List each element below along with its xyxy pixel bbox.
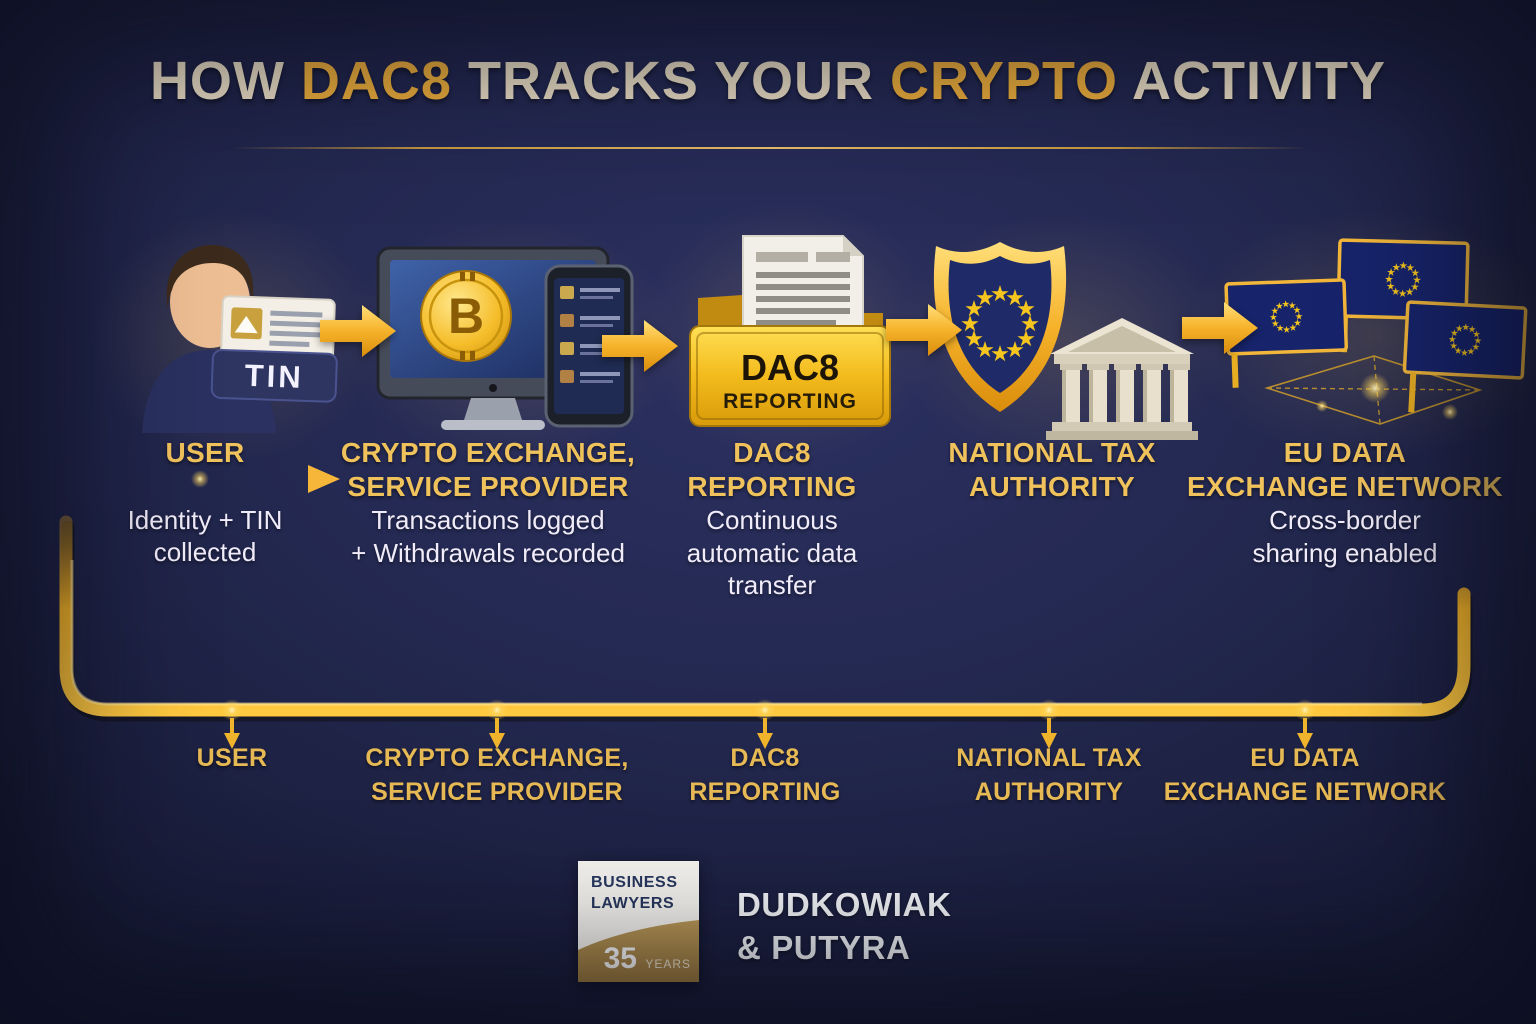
document <box>742 235 864 349</box>
stage-exchange: CRYPTO EXCHANGE, SERVICE PROVIDER Transa… <box>338 436 638 569</box>
eu-shield <box>933 242 1067 412</box>
title-part-crypto: CRYPTO <box>890 51 1119 111</box>
stage-dac8-name: DAC8 REPORTING <box>687 437 857 503</box>
badge-years: 35 YEARS <box>604 944 691 974</box>
title-divider <box>232 147 1308 149</box>
dac8-folder-icon: DAC8 REPORTING <box>640 200 941 461</box>
timeline-label-dac8: DAC8 REPORTING <box>689 744 841 806</box>
timeline-label-authority: NATIONAL TAX AUTHORITY <box>956 744 1142 806</box>
stage-network-name: EU DATA EXCHANGE NETWORK <box>1187 437 1503 503</box>
stage-exchange-sub: Transactions logged + Withdrawals record… <box>351 505 625 568</box>
timeline-label-exchange: CRYPTO EXCHANGE, SERVICE PROVIDER <box>365 744 629 806</box>
firm-line2: & PUTYRA <box>737 928 911 966</box>
badge-line2: LAWYERS <box>591 894 675 912</box>
folder-title: DAC8 <box>741 347 839 388</box>
bitcoin-icon: B <box>448 288 484 344</box>
title-part: TRACKS YOUR <box>451 51 890 111</box>
arrow-exchange-to-dac8 <box>602 320 678 372</box>
phone <box>544 264 634 428</box>
tin-label: TIN <box>244 358 304 395</box>
badge-years-word: YEARS <box>645 957 691 971</box>
stage-exchange-name: CRYPTO EXCHANGE, SERVICE PROVIDER <box>340 437 636 503</box>
stage-authority-name: NATIONAL TAX AUTHORITY <box>948 437 1156 503</box>
badge-gold-swoosh <box>578 920 699 982</box>
badge-line1: BUSINESS <box>591 874 678 891</box>
firm-name: DUDKOWIAK & PUTYRA <box>737 884 951 970</box>
business-lawyers-badge: BUSINESS LAWYERS 35 YEARS <box>578 861 699 982</box>
title-part: HOW <box>149 51 301 111</box>
stage-network: EU DATA EXCHANGE NETWORK Cross-border sh… <box>1180 436 1510 569</box>
stage-network-sub: Cross-border sharing enabled <box>1252 505 1438 568</box>
stage-dac8: DAC8 REPORTING Continuous automatic data… <box>622 436 922 601</box>
user-icon: TIN <box>90 210 381 461</box>
bank-building <box>1046 318 1198 440</box>
title-part: ACTIVITY <box>1118 51 1387 111</box>
firm-line1: DUDKOWIAK <box>737 886 952 923</box>
arrow-user-to-exchange <box>320 305 396 357</box>
stage-user-name: USER <box>165 437 245 468</box>
arrow-authority-to-network <box>1182 302 1258 354</box>
stage-user: USER Identity + TIN collected <box>80 436 330 568</box>
eu-network-icon <box>1184 210 1536 461</box>
page-title: HOW DAC8 TRACKS YOUR CRYPTO ACTIVITY <box>0 50 1536 112</box>
timeline-label-network: EU DATA EXCHANGE NETWORK <box>1163 744 1447 806</box>
network-lines <box>1264 355 1483 425</box>
timeline-label-user: USER <box>196 744 268 772</box>
stage-dac8-sub: Continuous automatic data transfer <box>686 505 858 600</box>
title-part-dac8: DAC8 <box>300 51 452 111</box>
bitcoin-coin <box>420 270 512 362</box>
stage-user-sub: Identity + TIN collected <box>127 505 283 568</box>
tax-authority-icon <box>894 212 1235 468</box>
badge-number: 35 <box>603 942 637 975</box>
stage-authority: NATIONAL TAX AUTHORITY <box>902 436 1202 504</box>
badge-text: BUSINESS LAWYERS <box>591 873 678 915</box>
arrow-dac8-to-authority <box>886 304 962 356</box>
eu-flag <box>1402 300 1528 413</box>
folder-subtitle: REPORTING <box>723 390 857 413</box>
